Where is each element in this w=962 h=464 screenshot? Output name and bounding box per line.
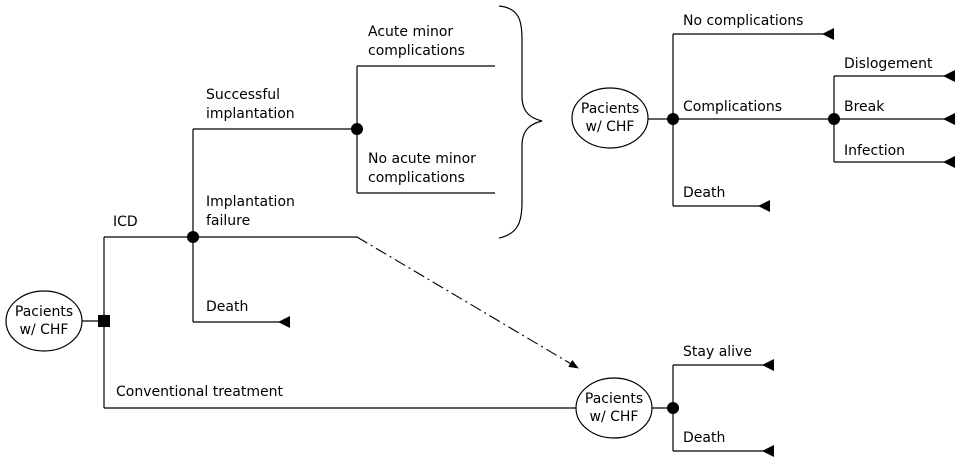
conventional-death-label: Death [683, 430, 725, 446]
no-complications-terminal-triangle-icon [822, 28, 834, 40]
acute-minor-label-line1: Acute minor [368, 24, 453, 40]
complications-patients-node [571, 87, 649, 149]
complications-death-terminal-triangle-icon [758, 200, 770, 212]
complications-label: Complications [683, 99, 782, 115]
curly-brace [498, 5, 543, 239]
stay-alive-terminal-triangle-icon [762, 359, 774, 371]
successful-implantation-label-line2: implantation [206, 106, 295, 122]
main-node-label-line1: Pacients [15, 304, 73, 320]
no-complications-label: No complications [683, 13, 803, 29]
failure-to-conventional-arrow [356, 236, 579, 369]
acute-minor-label-line2: complications [368, 43, 465, 59]
icd-death-terminal-triangle-icon [278, 316, 290, 328]
infection-terminal-triangle-icon [943, 156, 955, 168]
no-acute-minor-label-line2: complications [368, 170, 465, 186]
icd-label: ICD [113, 214, 138, 230]
conventional-death-terminal-triangle-icon [762, 445, 774, 457]
implantation-failure-label-line2: failure [206, 213, 250, 229]
dislogement-terminal-triangle-icon [943, 70, 955, 82]
conventional-node-label-line2: w/ CHF [590, 409, 639, 425]
complications-node-label-line1: Pacients [581, 101, 639, 117]
main-node-label-line2: w/ CHF [20, 322, 69, 338]
complications-death-label: Death [683, 185, 725, 201]
conventional-patients-node [575, 377, 653, 439]
conventional-node-label-line1: Pacients [585, 391, 643, 407]
conventional-treatment-label: Conventional treatment [116, 384, 283, 400]
break-terminal-triangle-icon [943, 113, 955, 125]
main-patients-node [5, 290, 83, 352]
infection-label: Infection [844, 143, 905, 159]
icd-death-label: Death [206, 299, 248, 315]
complications-node-label-line2: w/ CHF [586, 119, 635, 135]
stay-alive-label: Stay alive [683, 344, 752, 360]
successful-implantation-label-line1: Successful [206, 87, 280, 103]
no-acute-minor-label-line1: No acute minor [368, 151, 476, 167]
dislogement-label: Dislogement [844, 56, 933, 72]
break-label: Break [844, 99, 885, 115]
implantation-failure-label-line1: Implantation [206, 194, 295, 210]
